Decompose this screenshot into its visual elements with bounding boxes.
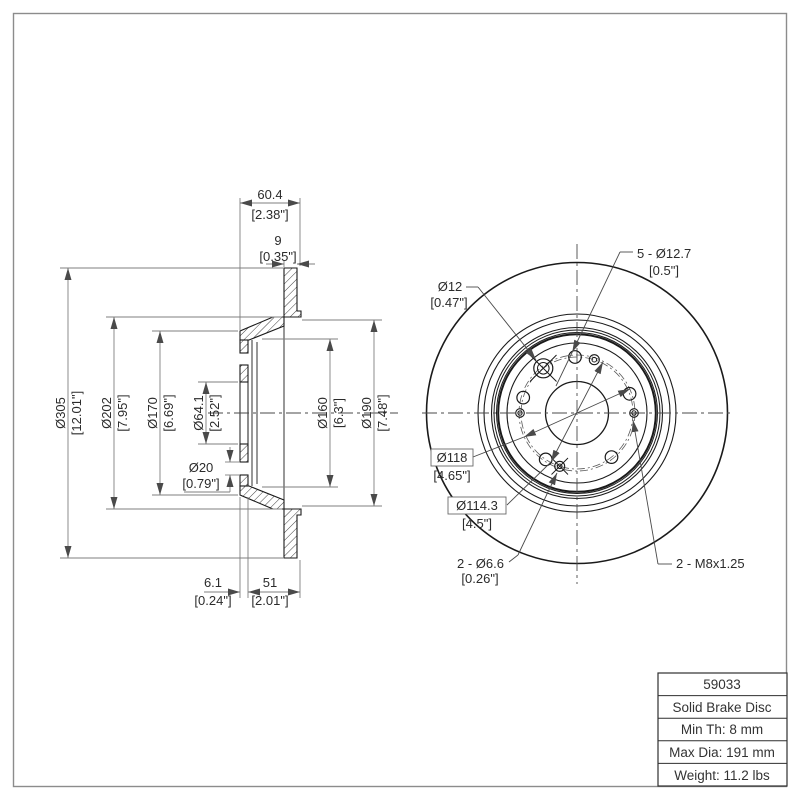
- dim-plate-th-mm: 9: [274, 233, 281, 248]
- dim-bore-dia-mm: Ø64.1: [191, 395, 206, 430]
- dim-shoulder-dia-mm: Ø202: [99, 397, 114, 429]
- front-view: [422, 244, 734, 584]
- dim-wall-th-mm: 6.1: [204, 575, 222, 590]
- dim-outer-dia-in: [12.01"]: [69, 391, 84, 435]
- dim-hat-depth-in: [2.01"]: [251, 593, 288, 608]
- section-view: [208, 267, 398, 559]
- label-thread-holes: 2 - M8x1.25: [676, 556, 745, 571]
- label-lug-holes: 5 - Ø12.7: [637, 246, 691, 261]
- dim-hat-dia-in: [6.69"]: [161, 394, 176, 431]
- dim-hole-dia-in: [0.79"]: [182, 476, 219, 491]
- label-box-114: [447, 496, 507, 515]
- dim-hole-dia-mm: Ø20: [189, 460, 214, 475]
- dim-hat-dia-mm: Ø170: [145, 397, 160, 429]
- title-block: 59033 Solid Brake Disc Min Th: 8 mm Max …: [657, 672, 788, 787]
- dim-outer-dia-mm: Ø305: [53, 397, 68, 429]
- dim-drum-inner-dia-in: [6.3"]: [331, 398, 346, 428]
- section-dimensions: [60, 198, 382, 598]
- dim-plate-th-in: [0.35"]: [259, 249, 296, 264]
- pin-hole: [529, 354, 557, 382]
- dim-inner-dia-mm: Ø190: [359, 397, 374, 429]
- disc-type: Solid Brake Disc: [672, 700, 771, 715]
- label-box-118: [430, 448, 474, 467]
- section-dimension-labels: 60.4 [2.38"] 9 [0.35"] Ø305 [12.01"] Ø20…: [53, 187, 390, 608]
- label-bolt-circle-118: Ø118: [437, 450, 468, 465]
- lug-holes: [516, 350, 637, 467]
- dim-bore-dia-in: [2.52"]: [207, 394, 222, 431]
- max-diameter: Max Dia: 191 mm: [669, 745, 775, 760]
- front-labels: 5 - Ø12.7 [0.5"] Ø12 [0.47"] Ø118 [4.65"…: [430, 246, 744, 586]
- dim-top-width-mm: 60.4: [257, 187, 282, 202]
- dim-wall-th-in: [0.24"]: [194, 593, 231, 608]
- label-bolt-circle-114: Ø114.3: [456, 498, 498, 513]
- min-thickness: Min Th: 8 mm: [681, 722, 763, 737]
- dim-shoulder-dia-in: [7.95"]: [115, 394, 130, 431]
- label-pin-hole-in: [0.47"]: [430, 295, 467, 310]
- label-pin-hole: Ø12: [438, 279, 463, 294]
- label-screw-holes: 2 - Ø6.6: [457, 556, 504, 571]
- part-number: 59033: [703, 677, 741, 692]
- label-bolt-circle-114-in: [4.5"]: [462, 516, 492, 531]
- drawing-border: [12, 12, 788, 788]
- dim-inner-dia-in: [7.48"]: [375, 394, 390, 431]
- label-bolt-circle-118-in: [4.65"]: [433, 468, 470, 483]
- dim-hat-depth-mm: 51: [263, 575, 277, 590]
- dim-drum-inner-dia-mm: Ø160: [315, 397, 330, 429]
- weight: Weight: 11.2 lbs: [674, 768, 770, 783]
- label-screw-holes-in: [0.26"]: [461, 571, 498, 586]
- label-lug-holes-in: [0.5"]: [649, 263, 679, 278]
- front-leaders: [430, 251, 672, 565]
- dim-top-width-in: [2.38"]: [251, 207, 288, 222]
